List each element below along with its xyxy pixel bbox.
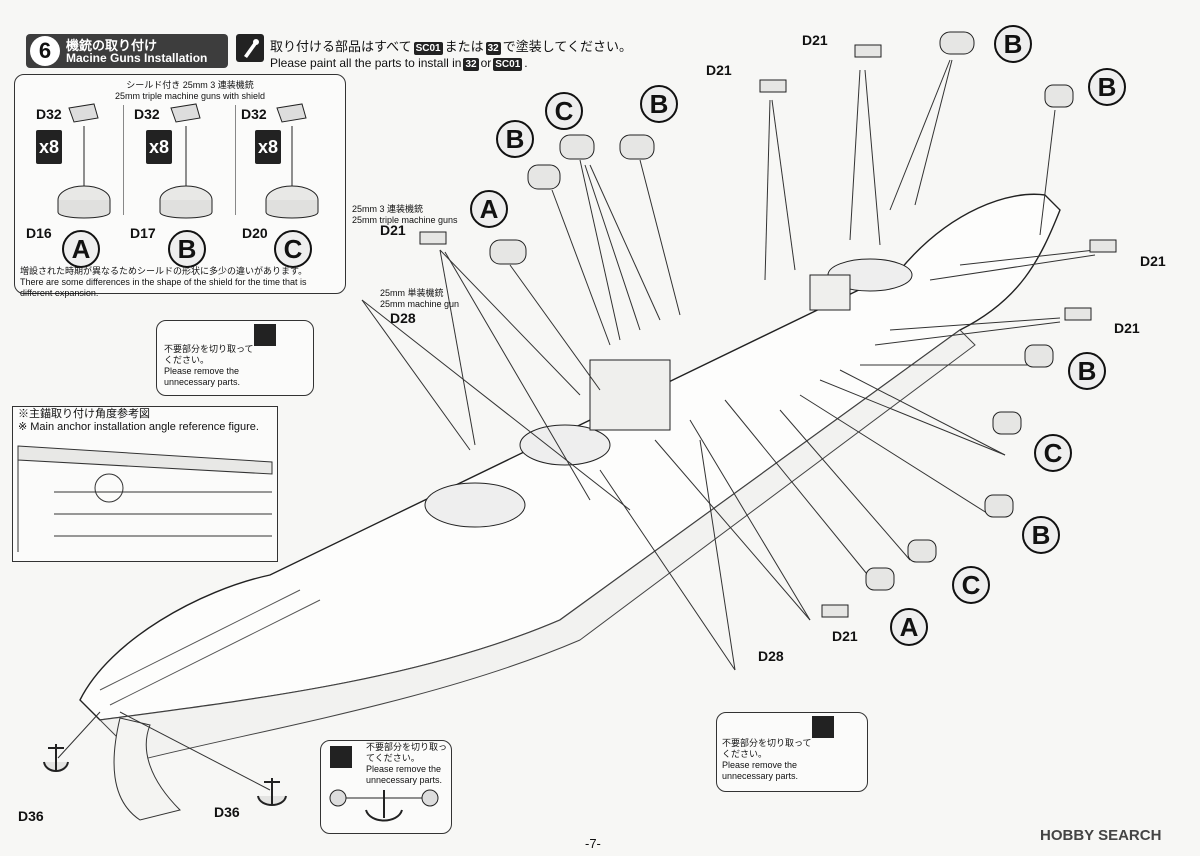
cut-note-3-en: Please remove the unnecessary parts. xyxy=(722,760,799,781)
superstructure xyxy=(589,359,671,431)
turret-1 xyxy=(424,482,526,528)
callout-b: B xyxy=(1088,68,1126,106)
shield-gun-c-icon xyxy=(265,103,319,219)
cut-note-2-en: Please remove the unnecessary parts. xyxy=(366,764,443,785)
part-label-d28: D28 xyxy=(758,648,784,664)
nippers-icon xyxy=(254,324,276,346)
paint-instruction-en: Please paint all the parts to install in… xyxy=(270,56,528,71)
shield-caption-en: 25mm triple machine guns with shield xyxy=(114,91,266,101)
paint-en-mid: or xyxy=(480,56,492,70)
color-chip-sc01-en: SC01 xyxy=(493,58,523,71)
variant-b-badge: B xyxy=(168,230,206,268)
part-label-d32: D32 xyxy=(36,106,62,122)
shield-caption: シールド付き 25mm 3 連装機銃 25mm triple machine g… xyxy=(100,80,280,102)
callout-c: C xyxy=(952,566,990,604)
nippers-icon xyxy=(812,716,834,738)
anchor-icon xyxy=(257,778,287,806)
color-chip-sc01: SC01 xyxy=(413,42,443,55)
single-gun-label: 25mm 単装機銃 25mm machine gun xyxy=(380,288,459,310)
single-gun-label-en: 25mm machine gun xyxy=(380,299,460,309)
paint-en-pre: Please paint all the parts to install in xyxy=(270,56,462,70)
quantity-badge: x8 xyxy=(36,130,62,164)
paint-jp-mid: または xyxy=(444,39,484,54)
callout-b: B xyxy=(1022,516,1060,554)
callout-b: B xyxy=(1068,352,1106,390)
quantity-badge: x8 xyxy=(146,130,172,164)
variant-a-badge: A xyxy=(62,230,100,268)
anchor-angle-figure xyxy=(17,445,273,552)
triple-gun-label: 25mm 3 連装機銃 25mm triple machine guns xyxy=(352,204,458,226)
paint-jp-post: で塗装してください。 xyxy=(502,39,632,54)
cut-note-3-jp: 不要部分を切り取ってください。 xyxy=(722,738,812,759)
part-label-d21: D21 xyxy=(832,628,858,644)
bow-stem xyxy=(113,717,181,821)
part-label-d32: D32 xyxy=(134,106,160,122)
aft-structure xyxy=(809,274,851,311)
anchor-reference-title: ※主錨取り付け角度参考図 ※ Main anchor installation … xyxy=(18,408,259,434)
part-label-d21: D21 xyxy=(380,222,406,238)
shield-gun-b-icon xyxy=(159,103,213,219)
cut-note-panel-1 xyxy=(156,320,314,396)
anchor-sprue-figure xyxy=(329,789,439,822)
shield-note-jp: 増設された時期が異なるためシールドの形状に多少の違いがあります。 xyxy=(20,266,308,276)
cut-note-1-en: Please remove the unnecessary parts. xyxy=(164,366,241,387)
paint-jp-pre: 取り付ける部品はすべて xyxy=(270,39,412,54)
callout-a: A xyxy=(890,608,928,646)
cut-note-1-jp: 不要部分を切り取ってください。 xyxy=(164,344,254,365)
part-label-d21: D21 xyxy=(802,32,828,48)
column-divider xyxy=(235,105,236,215)
cut-note-2: 不要部分を切り取ってください。 Please remove the unnece… xyxy=(366,742,448,786)
single-gun-label-jp: 25mm 単装機銃 xyxy=(380,288,444,298)
quantity-badge: x8 xyxy=(255,130,281,164)
triple-gun-label-en: 25mm triple machine guns xyxy=(352,215,458,225)
paint-brush-icon xyxy=(236,34,264,62)
triple-gun-label-jp: 25mm 3 連装機銃 xyxy=(352,204,424,214)
cut-note-3: 不要部分を切り取ってください。 Please remove the unnece… xyxy=(722,738,812,782)
callout-c: C xyxy=(1034,434,1072,472)
part-label-d32: D32 xyxy=(241,106,267,122)
anchor-title-en: ※ Main anchor installation angle referen… xyxy=(18,421,259,433)
part-label-d28: D28 xyxy=(390,310,416,326)
part-label-d20: D20 xyxy=(242,225,268,241)
callout-b: B xyxy=(640,85,678,123)
paint-en-post: . xyxy=(524,56,528,70)
part-label-d16: D16 xyxy=(26,225,52,241)
anchor-title-jp: ※主錨取り付け角度参考図 xyxy=(18,408,150,420)
part-label-d36: D36 xyxy=(214,804,240,820)
shield-gun-a-icon xyxy=(57,103,111,219)
shield-note: 増設された時期が異なるためシールドの形状に多少の違いがあります。 There a… xyxy=(20,266,340,299)
cut-note-2-jp: 不要部分を切り取ってください。 xyxy=(366,742,448,763)
part-label-d36: D36 xyxy=(18,808,44,824)
part-label-d17: D17 xyxy=(130,225,156,241)
hull-side xyxy=(98,329,976,761)
anchor-icon xyxy=(43,744,69,772)
column-divider xyxy=(123,105,124,215)
page-number: -7- xyxy=(585,836,601,851)
shield-caption-jp: シールド付き 25mm 3 連装機銃 xyxy=(126,80,254,90)
callout-b: B xyxy=(496,120,534,158)
part-label-d21: D21 xyxy=(706,62,732,78)
color-chip-32-en: 32 xyxy=(463,58,479,71)
turret-2 xyxy=(519,424,611,466)
part-label-d21: D21 xyxy=(1140,253,1166,269)
shield-note-en: There are some differences in the shape … xyxy=(20,277,307,298)
step-number: 6 xyxy=(30,36,60,66)
cut-note-panel-3 xyxy=(716,712,868,792)
callout-a: A xyxy=(470,190,508,228)
step-title-jp: 機銃の取り付け xyxy=(66,38,158,53)
watermark-logo: HOBBY SEARCH xyxy=(1040,827,1162,844)
gun-parts xyxy=(419,31,1117,618)
callout-b: B xyxy=(994,25,1032,63)
cut-note-1: 不要部分を切り取ってください。 Please remove the unnece… xyxy=(164,344,256,388)
part-label-d21: D21 xyxy=(1114,320,1140,336)
color-chip-32: 32 xyxy=(485,42,501,55)
bow-rails xyxy=(99,589,321,706)
nippers-icon xyxy=(330,746,352,768)
leader-lines xyxy=(57,59,1096,791)
callout-c: C xyxy=(545,92,583,130)
step-title-en: Macine Guns Installation xyxy=(66,51,208,65)
variant-c-badge: C xyxy=(274,230,312,268)
